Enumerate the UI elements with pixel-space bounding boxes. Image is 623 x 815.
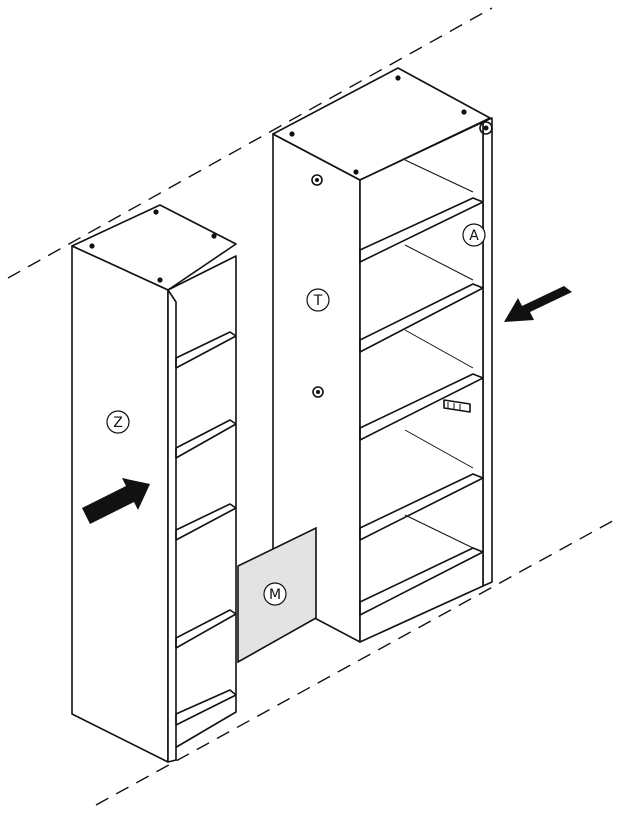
arrow-left-icon [504, 286, 572, 322]
dashed-guide-lines [7, 7, 619, 806]
label-m: M [263, 582, 287, 606]
arrow-right-icon [82, 478, 150, 524]
top-guide-line [7, 7, 493, 279]
hinge-icon [443, 399, 471, 413]
label-z: Z [106, 410, 130, 434]
label-z-text: Z [113, 415, 123, 431]
label-t-text: T [313, 293, 323, 309]
label-m-text: M [269, 587, 281, 603]
cabinet-right-interior [359, 121, 484, 643]
label-a: A [462, 223, 486, 247]
label-a-text: A [469, 228, 479, 244]
cam-lock-icon [479, 121, 493, 135]
cabinet-left [71, 204, 237, 763]
cam-lock-icon [311, 174, 323, 186]
shelf-line [359, 201, 484, 263]
cam-lock-icon [312, 386, 324, 398]
bottom-guide-line [95, 517, 619, 806]
cabinet-left-interior [167, 255, 237, 753]
cabinet-right-top [272, 67, 491, 181]
cabinet-right [272, 67, 493, 643]
dowel-hole [289, 131, 295, 137]
side-panel-a-edge [482, 117, 493, 587]
label-t: T [306, 288, 330, 312]
dowel-hole [89, 243, 95, 249]
